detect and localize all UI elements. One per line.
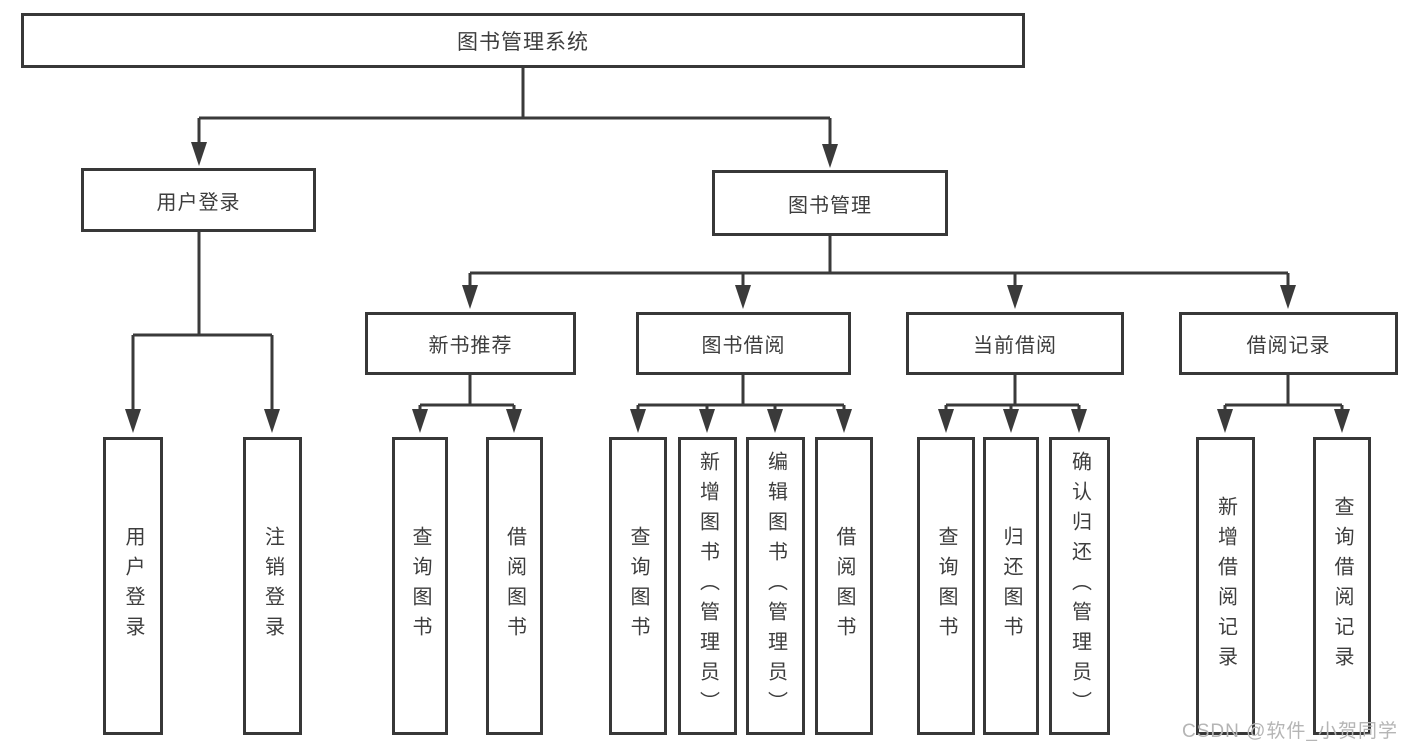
arrowhead-down <box>462 285 478 309</box>
leaf-label: 归还图书 <box>1000 526 1022 646</box>
leaf-label: 新增借阅记录 <box>1214 496 1237 676</box>
connector-root-to-level2 <box>197 68 832 146</box>
leaf-user-login: 用户登录 <box>103 437 163 735</box>
arrowhead-down <box>1280 285 1296 309</box>
leaf-current-query-books: 查询图书 <box>917 437 975 735</box>
leaf-borrow-query-books: 查询图书 <box>609 437 667 735</box>
node-borrow-records-label: 借阅记录 <box>1246 335 1331 357</box>
leaf-recommend-borrow-books: 借阅图书 <box>486 437 543 735</box>
arrowhead-down <box>1334 409 1350 433</box>
arrowhead-down <box>767 409 783 433</box>
leaf-label: 查询图书 <box>409 526 431 646</box>
arrowhead-down <box>264 409 280 433</box>
node-user-login: 用户登录 <box>81 168 316 232</box>
leaf-label: 确认归还（管理员） <box>1068 451 1091 721</box>
leaf-label: 借阅图书 <box>503 526 526 646</box>
arrowhead-down <box>1217 409 1233 433</box>
leaf-label: 编辑图书（管理员） <box>764 451 787 721</box>
connector-books-to-level3 <box>468 236 1290 287</box>
node-current-borrow: 当前借阅 <box>906 312 1124 375</box>
arrowhead-down <box>191 142 207 166</box>
arrowhead-down <box>699 409 715 433</box>
node-root-label: 图书管理系统 <box>457 30 589 54</box>
arrowhead-down <box>630 409 646 433</box>
leaf-borrow-add-books-admin: 新增图书（管理员） <box>678 437 737 735</box>
arrowhead-down <box>1071 409 1087 433</box>
connector-current-to-leaves <box>944 375 1081 411</box>
leaf-borrow-borrow-books: 借阅图书 <box>815 437 873 735</box>
leaf-current-confirm-return-admin: 确认归还（管理员） <box>1049 437 1110 735</box>
node-current-borrow-label: 当前借阅 <box>973 335 1057 357</box>
leaf-current-return-books: 归还图书 <box>983 437 1039 735</box>
node-book-management: 图书管理 <box>712 170 948 236</box>
leaf-label: 用户登录 <box>122 526 144 646</box>
csdn-watermark: CSDN @软件_小贺同学 <box>1182 721 1398 742</box>
arrowhead-down <box>412 409 428 433</box>
leaf-borrow-edit-books-admin: 编辑图书（管理员） <box>746 437 805 735</box>
arrowhead-down <box>836 409 852 433</box>
node-user-login-label: 用户登录 <box>156 191 241 214</box>
connector-recommend-to-leaves <box>418 375 516 411</box>
node-book-management-label: 图书管理 <box>788 194 872 217</box>
leaf-label: 注销登录 <box>261 526 284 646</box>
node-root-library-system: 图书管理系统 <box>21 13 1025 68</box>
connector-records-to-leaves <box>1223 375 1344 411</box>
connector-login-to-leaves <box>131 232 274 411</box>
arrowhead-down <box>1007 285 1023 309</box>
leaf-logout: 注销登录 <box>243 437 302 735</box>
node-new-book-recommend-label: 新书推荐 <box>428 335 513 357</box>
arrowhead-down <box>125 409 141 433</box>
leaf-recommend-query-books: 查询图书 <box>392 437 448 735</box>
leaf-records-query-record: 查询借阅记录 <box>1313 437 1371 735</box>
arrowhead-down <box>1003 409 1019 433</box>
node-book-borrow-label: 图书借阅 <box>701 335 786 357</box>
arrowhead-down <box>822 144 838 168</box>
leaf-label: 借阅图书 <box>833 526 855 646</box>
leaf-label: 查询图书 <box>627 526 649 646</box>
leaf-label: 查询借阅记录 <box>1331 496 1353 676</box>
arrowhead-down <box>506 409 522 433</box>
node-new-book-recommend: 新书推荐 <box>365 312 576 375</box>
node-book-borrow: 图书借阅 <box>636 312 851 375</box>
arrowheads <box>125 142 1350 433</box>
connector-borrow-to-leaves <box>636 375 846 411</box>
arrowhead-down <box>735 285 751 309</box>
leaf-label: 查询图书 <box>935 526 957 646</box>
node-borrow-records: 借阅记录 <box>1179 312 1398 375</box>
leaf-records-add-record: 新增借阅记录 <box>1196 437 1255 735</box>
leaf-label: 新增图书（管理员） <box>696 451 719 721</box>
arrowhead-down <box>938 409 954 433</box>
